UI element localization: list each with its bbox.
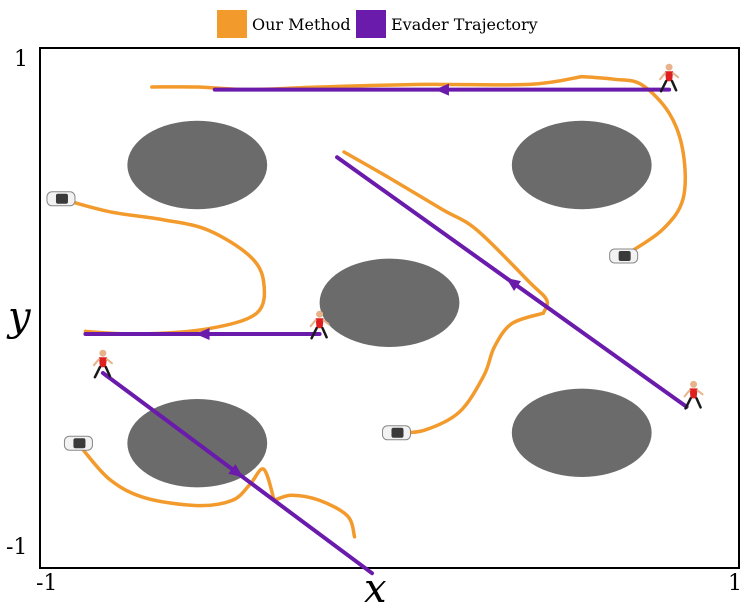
car-roof <box>618 251 631 261</box>
our-method-path-5 <box>579 74 688 258</box>
evader-direction-arrow-1 <box>434 83 449 96</box>
runner-head <box>690 380 698 388</box>
runner-icon-3 <box>92 349 113 379</box>
series-layer <box>59 74 689 576</box>
our-method-path-8 <box>342 150 550 315</box>
plot-frame <box>39 47 740 569</box>
car-icon-5 <box>609 248 639 264</box>
obstacle-3 <box>319 258 460 347</box>
legend-swatch-evader-trajectory <box>356 10 386 38</box>
runner-head <box>99 349 107 357</box>
runner-arms <box>683 389 704 398</box>
car-icon-8 <box>63 435 93 451</box>
car-icon-7 <box>381 425 411 441</box>
runner-shirt <box>665 71 674 82</box>
legend-swatch-our-method <box>217 10 247 38</box>
our-method-path-9 <box>394 311 546 435</box>
evader-direction-arrow-3 <box>228 464 244 478</box>
x-tick-left: -1 <box>36 571 57 596</box>
our-method-path-10 <box>80 446 276 508</box>
runner-legs <box>93 365 112 379</box>
car-icon-6 <box>46 191 76 207</box>
obstacle-5 <box>511 388 652 477</box>
our-method-path-6 <box>150 74 584 92</box>
runner-legs <box>684 397 702 410</box>
runner-legs <box>659 79 678 93</box>
our-method-path-11 <box>272 493 357 539</box>
legend-label-our-method: Our Method <box>252 15 351 34</box>
runner-shirt <box>315 318 324 329</box>
y-axis-label: y <box>6 294 32 340</box>
car-roof <box>73 438 86 449</box>
runner-shirt <box>689 388 698 399</box>
obstacle-2 <box>511 120 652 210</box>
obstacle-1 <box>127 120 268 210</box>
y-tick-top: 1 <box>14 47 28 72</box>
runner-head <box>665 63 673 71</box>
obstacles-layer <box>127 120 652 488</box>
runner-arms <box>309 319 330 328</box>
y-tick-bottom: -1 <box>6 535 27 560</box>
car-roof <box>55 193 68 204</box>
evader-direction-arrow-2 <box>195 328 210 340</box>
runner-head <box>316 310 324 318</box>
legend-label-evader-trajectory: Evader Trajectory <box>391 15 538 34</box>
car-roof <box>391 427 404 438</box>
evader-direction-arrow-4 <box>506 277 522 291</box>
runner-legs <box>310 326 328 340</box>
runner-icon-1 <box>659 63 680 93</box>
runner-icon-4 <box>683 380 704 410</box>
x-tick-right: 1 <box>728 571 742 596</box>
runner-shirt <box>98 357 107 368</box>
legend: Our Method Evader Trajectory <box>217 10 538 38</box>
our-method-path-7 <box>59 197 267 336</box>
runner-arms <box>659 72 680 81</box>
agents-layer <box>46 63 704 451</box>
runner-arms <box>92 358 113 367</box>
runner-icon-2 <box>309 310 330 340</box>
x-axis-label: x <box>364 566 387 610</box>
